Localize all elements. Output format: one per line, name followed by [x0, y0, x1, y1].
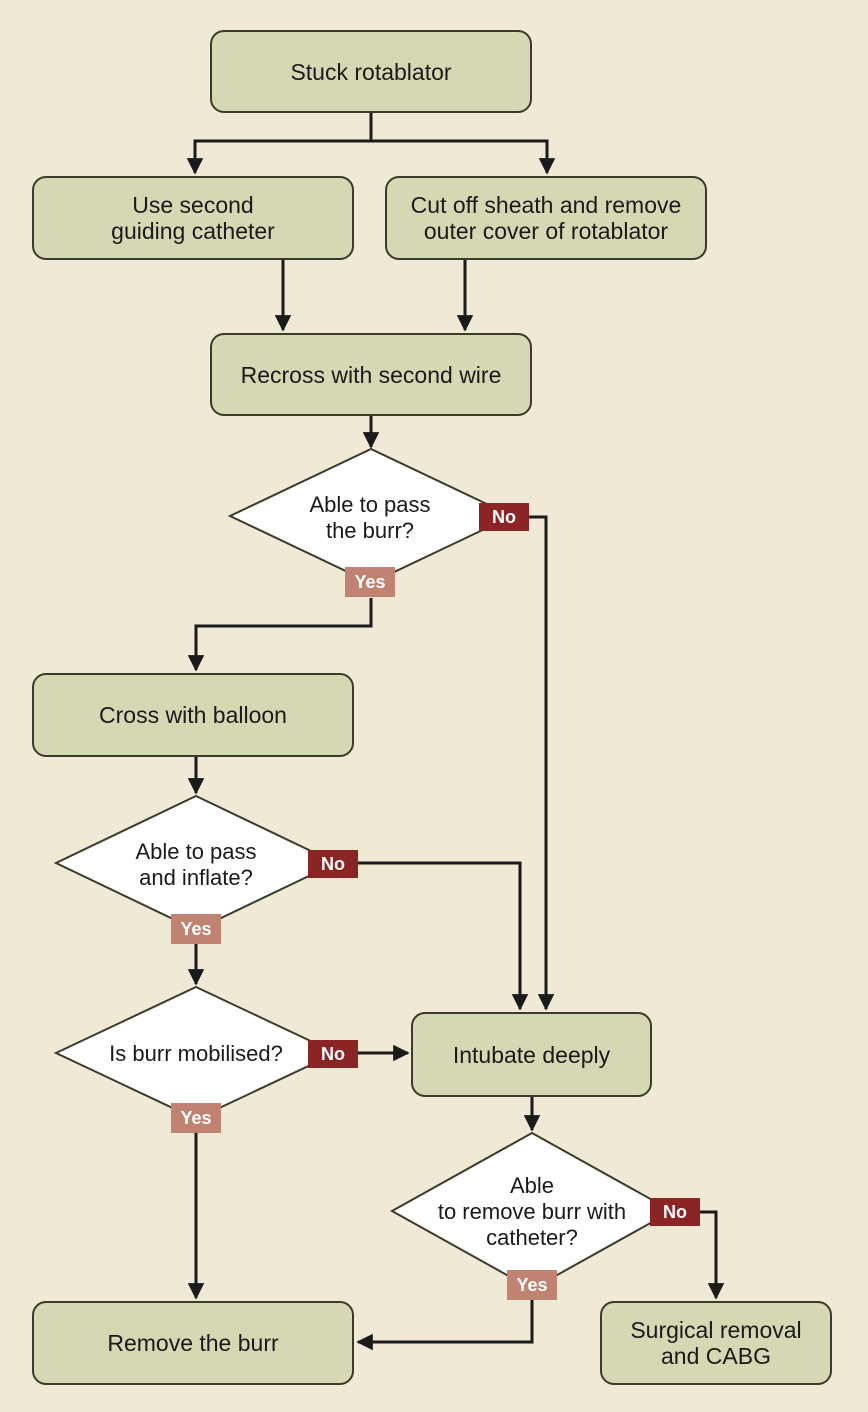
arrow-pass-burr-yes — [187, 598, 373, 672]
arrow-remove-catheter-no — [700, 1210, 725, 1300]
tag-no-pass-burr: No — [479, 503, 529, 531]
decision-text-pass-inflate: Able to pass and inflate? — [135, 839, 257, 890]
arrow-pass-inflate-no — [358, 861, 529, 1011]
decision-text-pass-burr: Able to pass the burr? — [309, 492, 431, 543]
tag-yes-mobilised: Yes — [171, 1103, 221, 1133]
node-remove-the-burr: Remove the burr — [32, 1301, 354, 1385]
node-cross-with-balloon: Cross with balloon — [32, 673, 354, 757]
node-intubate-deeply: Intubate deeply — [411, 1012, 652, 1097]
node-stuck-rotablator: Stuck rotablator — [210, 30, 532, 113]
arrow-to-cut-sheath — [371, 139, 556, 175]
decision-text-mobilised: Is burr mobilised? — [109, 1041, 283, 1066]
arrow-remove-catheter-yes — [356, 1299, 534, 1351]
node-use-second-guiding-catheter: Use second guiding catheter — [32, 176, 354, 260]
tag-no-pass-inflate: No — [308, 850, 358, 878]
decision-text-remove-catheter: Able to remove burr with catheter? — [437, 1173, 627, 1250]
tag-yes-pass-inflate: Yes — [171, 914, 221, 944]
node-surgical-removal-cabg: Surgical removal and CABG — [600, 1301, 832, 1385]
arrow-to-second-catheter — [186, 139, 371, 175]
tag-yes-remove-catheter: Yes — [507, 1270, 557, 1300]
tag-no-mobilised: No — [308, 1040, 358, 1068]
tag-yes-pass-burr: Yes — [345, 567, 395, 597]
arrow-pass-burr-no — [529, 515, 555, 1011]
node-cut-off-sheath: Cut off sheath and remove outer cover of… — [385, 176, 707, 260]
node-recross-second-wire: Recross with second wire — [210, 333, 532, 416]
tag-no-remove-catheter: No — [650, 1198, 700, 1226]
